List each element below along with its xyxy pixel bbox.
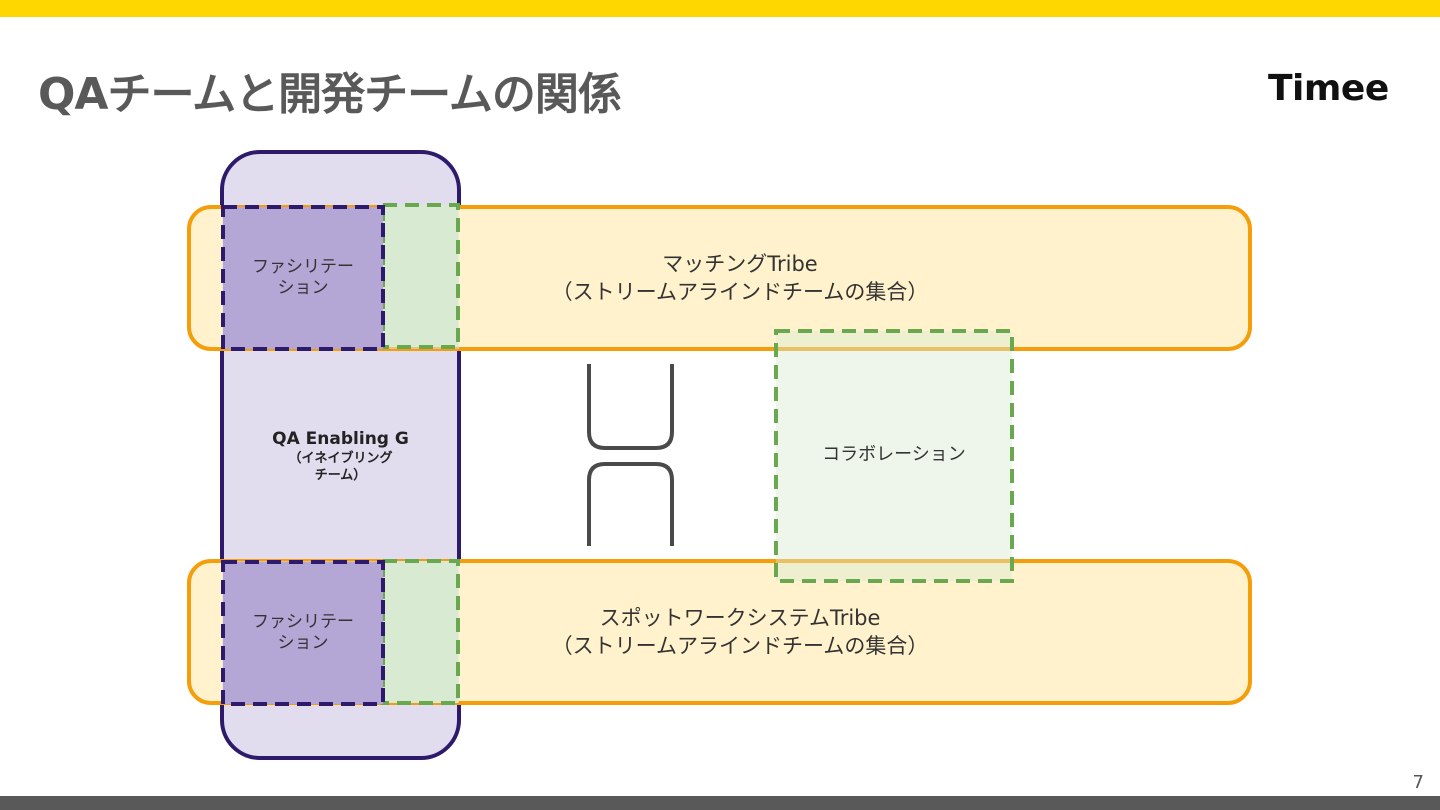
facilitation-box-top [221,205,385,351]
facilitation-box-bottom [221,560,385,706]
matching-tribe-name: マッチングTribe [662,252,818,276]
collaboration-label: コラボレーション [822,444,966,465]
facilitation-bottom-line1: ファシリテー [252,612,354,632]
facilitation-top-line2: ション [277,278,329,298]
facilitation-label-top: ファシリテー ション [226,257,380,299]
spotwork-tribe-label: スポットワークシステムTribe （ストリームアラインドチームの集合） [490,604,990,660]
spotwork-tribe-name: スポットワークシステムTribe [599,606,881,630]
collaboration-strip-bottom [381,559,460,705]
facilitation-bottom-line2: ション [277,633,329,653]
collaboration-box [774,329,1014,583]
facilitation-top-line1: ファシリテー [252,257,354,277]
facilitation-label-bottom: ファシリテー ション [226,612,380,654]
qa-enabling-label: QA Enabling G （イネイブリング チーム） [230,428,451,484]
qa-enabling-type-line1: （イネイブリング [288,451,393,466]
matching-tribe-label: マッチングTribe （ストリームアラインドチームの集合） [490,250,990,306]
qa-enabling-name: QA Enabling G [272,429,409,449]
qa-enabling-type-line2: チーム） [314,468,367,483]
top-accent-bar [0,0,1440,17]
matching-tribe-desc: （ストリームアラインドチームの集合） [551,280,929,304]
page-number: 7 [1412,772,1424,793]
collaboration-strip-top [381,203,460,349]
spotwork-tribe-desc: （ストリームアラインドチームの集合） [551,634,929,658]
page-title: QAチームと開発チームの関係 [38,69,622,120]
timee-logo: Timee [1268,68,1389,109]
collaboration-symbol-icon [587,364,674,546]
bottom-bar [0,796,1440,810]
